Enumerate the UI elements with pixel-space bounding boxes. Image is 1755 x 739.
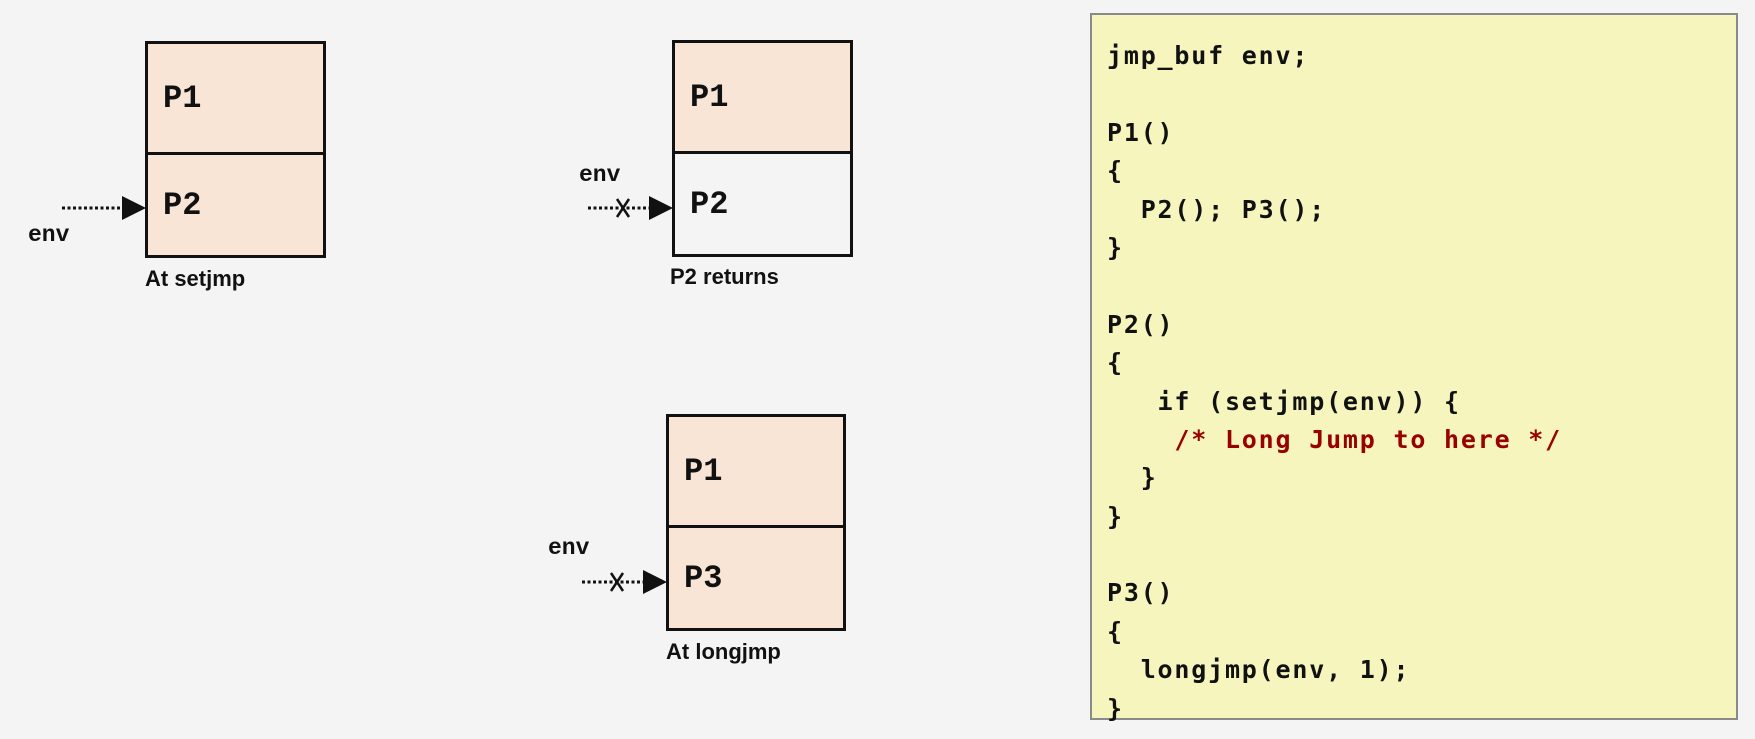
code-line: P2() (1107, 309, 1175, 339)
env-label: env (28, 222, 70, 248)
stack-diagram-longjmp: P1 P3 (666, 414, 846, 631)
code-line (1107, 75, 1736, 113)
stack-frame-p3: P3 (669, 525, 843, 628)
caption-at-setjmp: At setjmp (145, 266, 246, 291)
stack-frame-p2-popped: P2 (675, 151, 850, 254)
stack-frame-p1: P1 (669, 417, 843, 525)
stack-diagram-setjmp: P1 P2 (145, 41, 326, 258)
code-line: { (1107, 616, 1124, 646)
stack-frame-p2: P2 (148, 152, 323, 255)
caption-p2-returns: P2 returns (670, 264, 779, 289)
code-line: } (1107, 693, 1124, 723)
stack-frame-p1: P1 (675, 43, 850, 151)
code-line: P3() (1107, 578, 1175, 608)
env-label: env (548, 535, 590, 561)
code-line (1107, 536, 1736, 574)
code-line: } (1107, 463, 1158, 493)
code-line: { (1107, 156, 1124, 186)
code-line: } (1107, 501, 1124, 531)
code-listing: jmp_buf env; P1() { P2(); P3(); } P2() {… (1090, 13, 1738, 723)
code-line: P1() (1107, 117, 1175, 147)
env-label: env (579, 162, 621, 188)
invalid-x-icon (615, 198, 631, 218)
code-comment: /* Long Jump to here */ (1107, 424, 1562, 454)
code-line: P2(); P3(); (1107, 194, 1327, 224)
invalid-x-icon (609, 572, 625, 592)
stack-frame-p1: P1 (148, 44, 323, 152)
code-line: if (setjmp(env)) { (1107, 386, 1461, 416)
stack-diagram-p2-returns: P1 P2 (672, 40, 853, 257)
code-line (1107, 267, 1736, 305)
caption-at-longjmp: At longjmp (666, 639, 781, 664)
code-line: { (1107, 348, 1124, 378)
code-line: longjmp(env, 1); (1107, 655, 1411, 685)
code-line: jmp_buf env; (1107, 41, 1310, 70)
code-line: } (1107, 232, 1124, 262)
